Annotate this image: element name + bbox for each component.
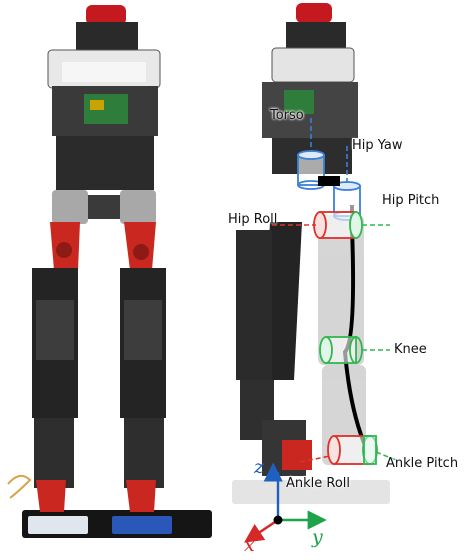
label-hip-yaw: Hip Yaw [352,138,403,153]
ankle-pitch-joint [362,435,378,465]
label-ankle-pitch: Ankle Pitch [386,456,459,471]
hip-pitch-joint [349,211,363,239]
joint-overlay [297,150,378,465]
axis-label-x: x [244,534,255,556]
label-hip-roll: Hip Roll [228,212,278,227]
axis-label-z: z [254,456,265,478]
hip-roll-joint [313,211,357,239]
robot-front-view [7,5,212,538]
label-ankle-roll: Ankle Roll [286,476,351,491]
coordinate-frame [244,462,327,543]
robot-side-view [232,3,390,504]
label-knee: Knee [394,342,427,357]
knee-joint [319,336,363,364]
leader-lines [272,118,397,463]
label-torso: Torso [270,108,304,123]
hip-yaw-joint-lower [333,181,361,221]
axis-label-y: y [312,526,323,548]
label-hip-pitch: Hip Pitch [382,193,440,208]
